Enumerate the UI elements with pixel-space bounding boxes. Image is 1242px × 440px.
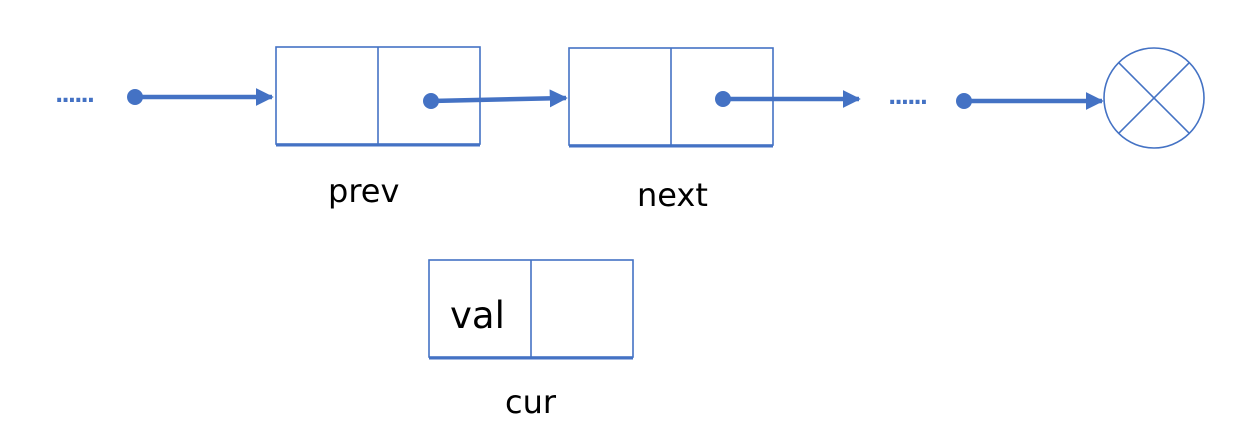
node-prev [275,46,481,147]
pointer-prev-to-next [423,89,568,109]
ellipsis-left: ...... [55,83,94,108]
label-next: next [637,176,708,214]
ellipsis-middle: ...... [888,85,927,110]
pointer-next-onward [715,90,861,108]
node-cur [428,259,634,360]
null-cross-line [1118,62,1190,134]
node-next [568,47,774,148]
pointer-into-null [956,92,1104,110]
pointer-into-prev [127,88,274,106]
label-cur: cur [505,383,557,421]
null-x-circle-icon [1103,47,1205,149]
pointer-arrow [430,89,568,108]
node-cur-value: val [450,294,505,337]
label-prev: prev [328,172,399,210]
